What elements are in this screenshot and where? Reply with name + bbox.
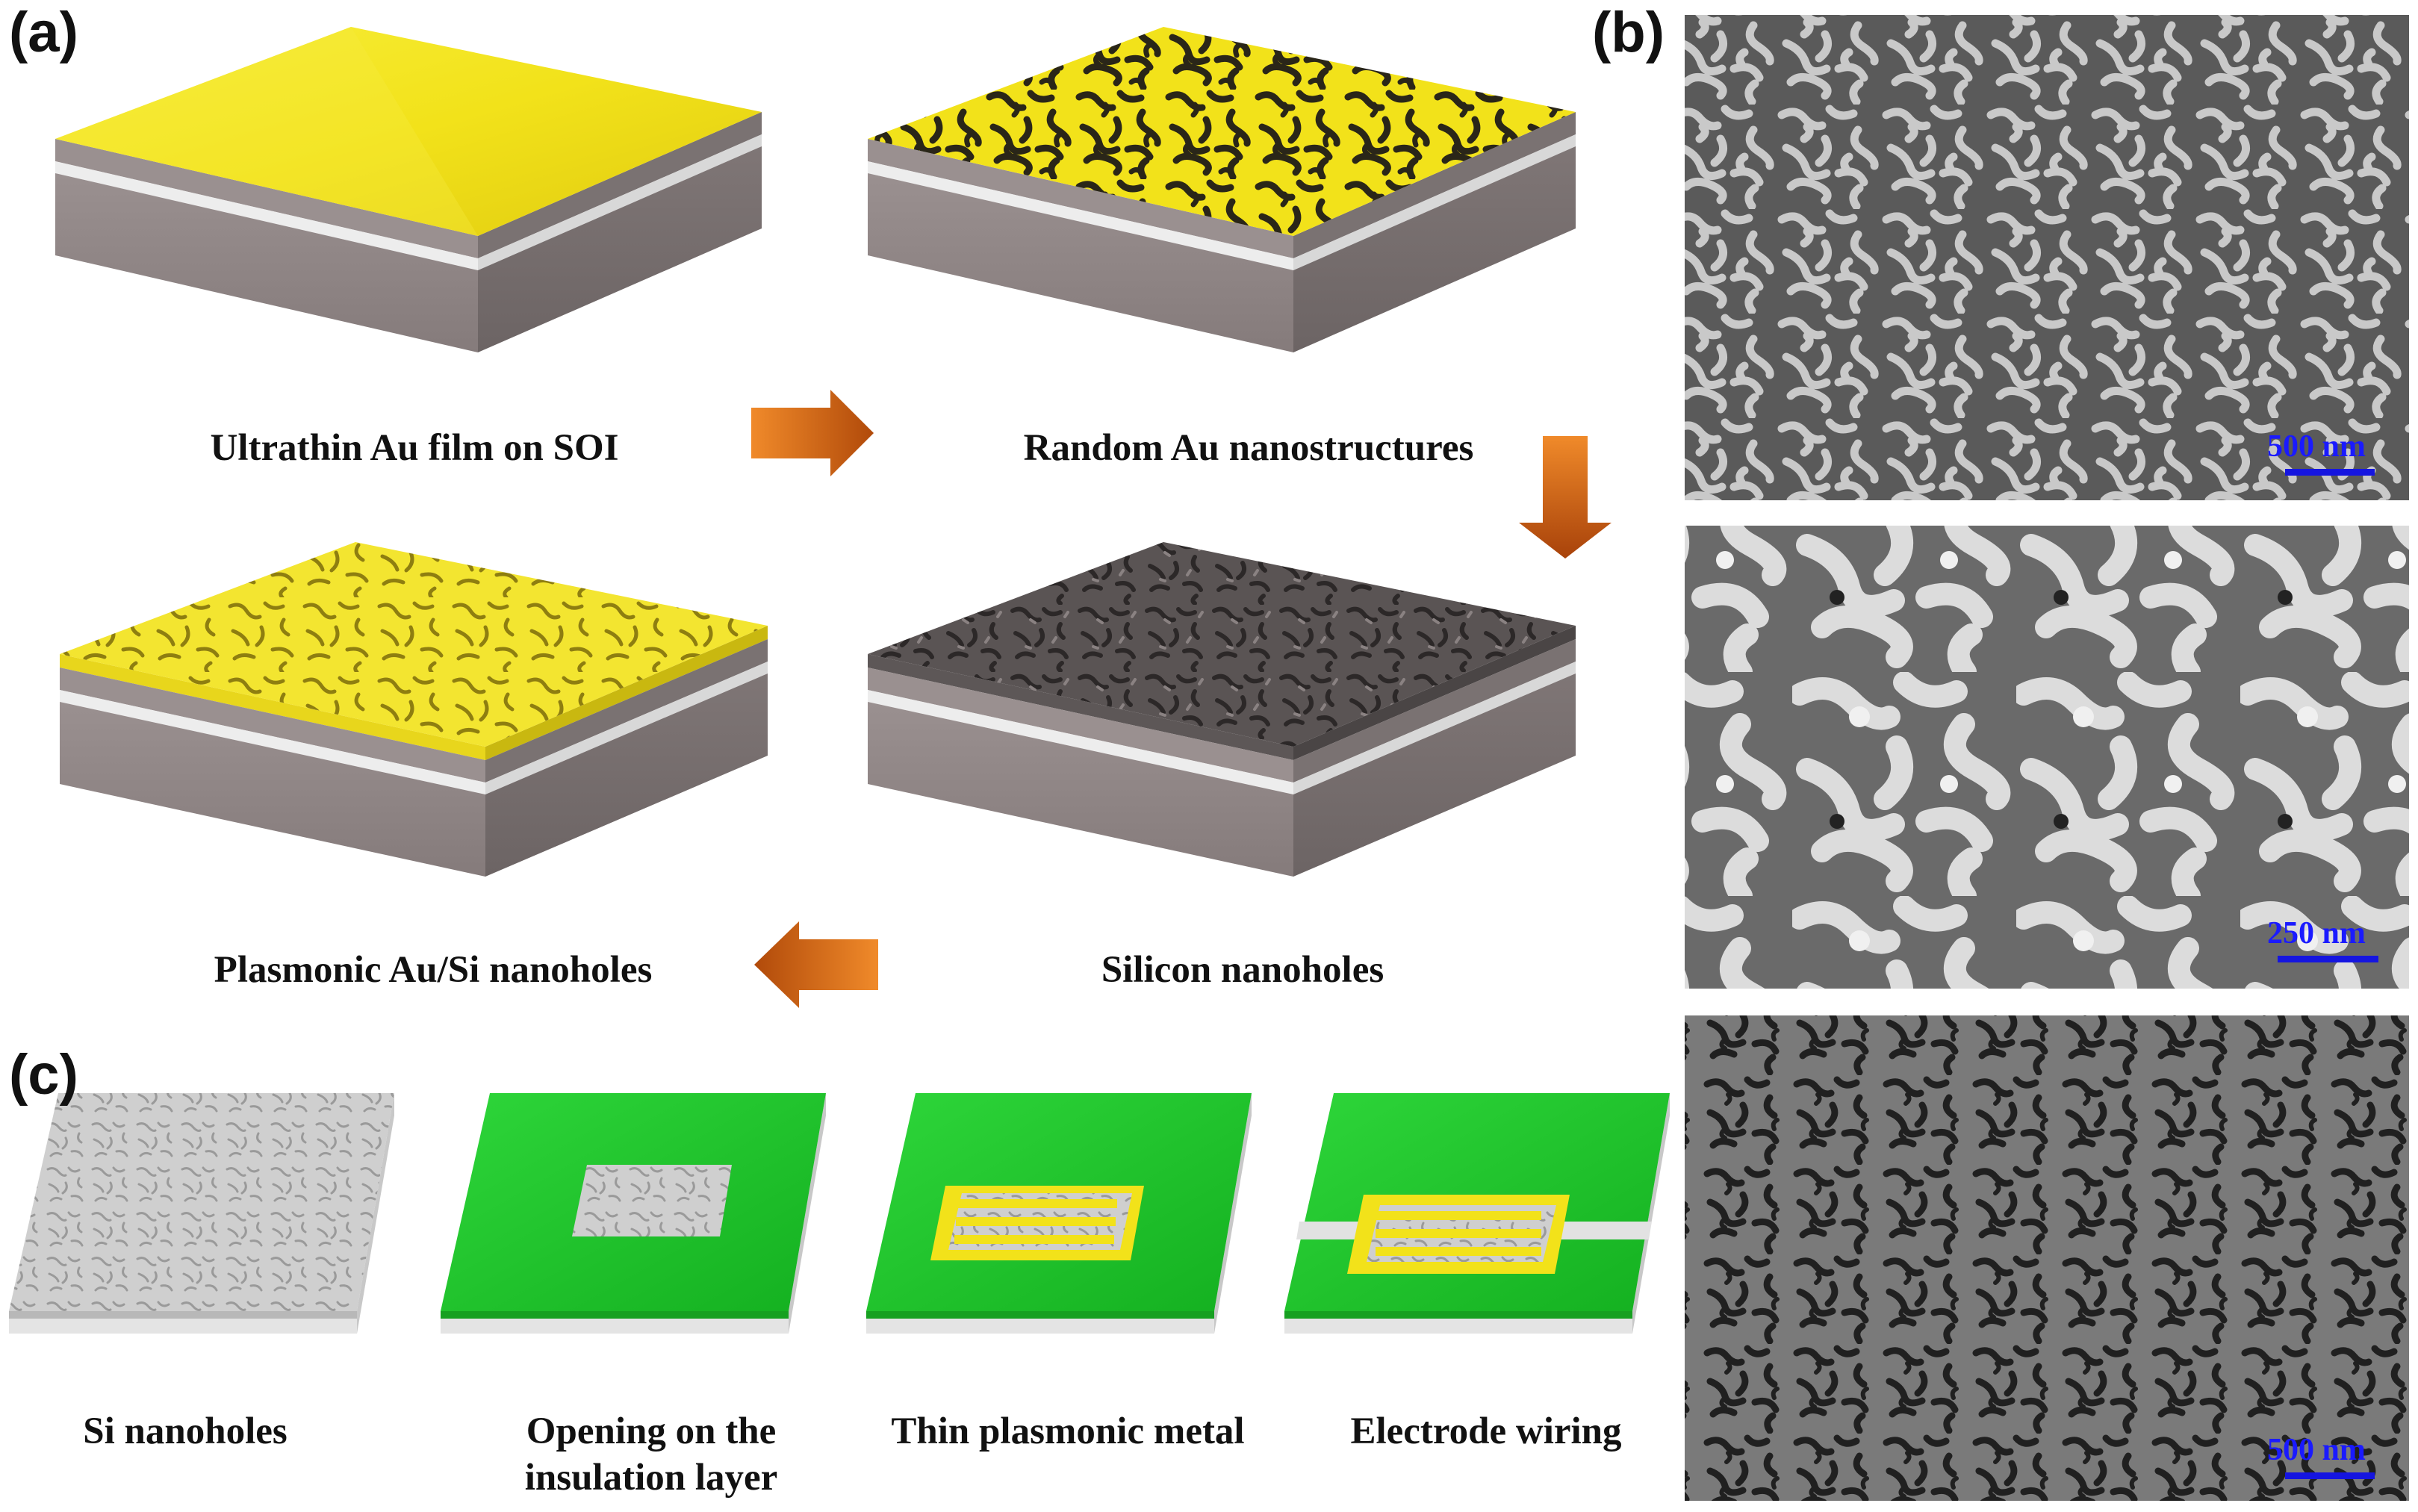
step-c-label-opening-line1: Opening on the bbox=[526, 1410, 777, 1452]
block-au-film-top bbox=[55, 27, 762, 236]
arrow-left bbox=[754, 921, 878, 1008]
metal-finger-2 bbox=[954, 1235, 1114, 1244]
block-si-nanoholes-layer-right-2 bbox=[1293, 673, 1576, 877]
block-si-nanoholes-film-side-right bbox=[1293, 626, 1576, 760]
block-random-au-layer-left-0 bbox=[868, 139, 1293, 258]
block-plasmonic-layer-right-2 bbox=[485, 673, 768, 877]
scalebar-1 bbox=[2285, 469, 2375, 476]
metal-finger-0 bbox=[957, 1199, 1117, 1208]
scalebar-label-3: 500 nm bbox=[2267, 1433, 2366, 1467]
block-plasmonic-layer-right-0 bbox=[485, 639, 768, 783]
device-plasmonic-metal-edge-1 bbox=[866, 1311, 1214, 1319]
sem-image-2 bbox=[1685, 526, 2409, 989]
block-random-au bbox=[868, 27, 1576, 352]
wiring-finger-2 bbox=[1376, 1247, 1541, 1256]
block-au-film-layer-left-2 bbox=[55, 173, 478, 352]
sem-image-3 bbox=[1685, 1015, 2409, 1501]
device-electrode-wiring-edge-2 bbox=[1284, 1319, 1632, 1334]
block-plasmonic-layer-right-1 bbox=[485, 662, 768, 794]
block-au-film-layer-left-0 bbox=[55, 139, 478, 258]
device-opening-edge-2 bbox=[441, 1319, 789, 1334]
arrow-right bbox=[751, 390, 874, 476]
panel-b-sem-images bbox=[1685, 15, 2409, 1501]
panel-label-a: (a) bbox=[9, 1, 78, 64]
device-opening bbox=[441, 1093, 826, 1334]
panel-label-b: (b) bbox=[1592, 1, 1665, 64]
block-si-nanoholes-layer-right-1 bbox=[1293, 662, 1576, 794]
device-electrode-wiring bbox=[1284, 1093, 1670, 1334]
wiring-finger-1 bbox=[1376, 1229, 1541, 1238]
block-random-au-layer-right-0 bbox=[1293, 112, 1576, 258]
panel-a-diagrams bbox=[55, 27, 1576, 877]
panel-a-arrows bbox=[751, 390, 1612, 1008]
sem-image-1 bbox=[1685, 15, 2409, 500]
block-si-nanoholes-top bbox=[868, 542, 1576, 747]
block-au-film-layer-right-1 bbox=[478, 134, 762, 270]
block-random-au-layer-left-2 bbox=[868, 173, 1293, 352]
step-label-plasmonic: Plasmonic Au/Si nanoholes bbox=[214, 949, 653, 991]
device-plasmonic-metal bbox=[866, 1093, 1252, 1334]
block-si-nanoholes-layer-right-0 bbox=[1293, 639, 1576, 783]
panel-label-c: (c) bbox=[9, 1043, 78, 1107]
device-plasmonic-metal-edge-2 bbox=[866, 1319, 1214, 1334]
block-plasmonic-top bbox=[60, 542, 768, 747]
step-label-au-film: Ultrathin Au film on SOI bbox=[210, 427, 619, 469]
block-si-nanoholes bbox=[868, 542, 1576, 877]
scalebar-label-1: 500 nm bbox=[2267, 429, 2366, 464]
step-c-label-plasmonic-metal: Thin plasmonic metal bbox=[891, 1410, 1245, 1452]
au-film-highlight bbox=[55, 27, 478, 236]
block-plasmonic-film-side-right bbox=[485, 626, 768, 760]
metal-finger-1 bbox=[956, 1217, 1116, 1226]
wiring-finger-0 bbox=[1376, 1211, 1541, 1220]
step-c-label-si-nanoholes: Si nanoholes bbox=[83, 1410, 288, 1452]
device-opening-edge-1 bbox=[441, 1311, 789, 1319]
scalebar-label-2: 250 nm bbox=[2267, 916, 2366, 951]
step-label-random-au: Random Au nanostructures bbox=[1023, 427, 1474, 469]
panel-c-diagrams bbox=[9, 1093, 1670, 1334]
device-electrode-wiring-edge-1 bbox=[1284, 1311, 1632, 1319]
block-au-film bbox=[55, 27, 762, 352]
block-au-film-layer-left-1 bbox=[55, 161, 478, 270]
scalebar-2 bbox=[2278, 956, 2378, 962]
block-au-film-layer-right-2 bbox=[478, 146, 762, 352]
block-si-nanoholes-layer-left-0 bbox=[868, 668, 1293, 783]
device-si-nanoholes-edge-2 bbox=[9, 1319, 357, 1334]
block-random-au-layer-right-1 bbox=[1293, 134, 1576, 270]
block-random-au-layer-right-2 bbox=[1293, 146, 1576, 352]
device-plasmonic-metal-edge-side bbox=[1214, 1093, 1252, 1334]
block-plasmonic-film-side-left bbox=[60, 654, 485, 760]
device-si-nanoholes-edge-side bbox=[357, 1093, 394, 1334]
device-opening-edge-side bbox=[789, 1093, 826, 1334]
device-electrode-wiring-edge-side bbox=[1632, 1093, 1670, 1334]
device-si-nanoholes-top bbox=[9, 1093, 394, 1311]
block-plasmonic-layer-left-0 bbox=[60, 668, 485, 783]
device-si-nanoholes-edge-1 bbox=[9, 1311, 357, 1319]
block-random-au-layer-left-1 bbox=[868, 161, 1293, 270]
device-si-nanoholes bbox=[9, 1093, 394, 1334]
block-si-nanoholes-film-side-left bbox=[868, 654, 1293, 760]
block-plasmonic-layer-left-2 bbox=[60, 702, 485, 877]
step-c-label-electrode-wiring: Electrode wiring bbox=[1350, 1410, 1622, 1452]
block-si-nanoholes-layer-left-2 bbox=[868, 702, 1293, 877]
arrow-down bbox=[1519, 436, 1612, 559]
block-plasmonic-layer-left-1 bbox=[60, 690, 485, 794]
block-au-film-layer-right-0 bbox=[478, 112, 762, 258]
device-opening-window bbox=[572, 1165, 732, 1236]
scalebar-3 bbox=[2285, 1472, 2375, 1479]
block-plasmonic bbox=[60, 542, 768, 877]
block-random-au-top bbox=[868, 27, 1576, 236]
step-c-label-opening-line2: insulation layer bbox=[524, 1457, 778, 1499]
step-label-si-nanoholes: Silicon nanoholes bbox=[1101, 949, 1384, 991]
block-si-nanoholes-layer-left-1 bbox=[868, 690, 1293, 794]
